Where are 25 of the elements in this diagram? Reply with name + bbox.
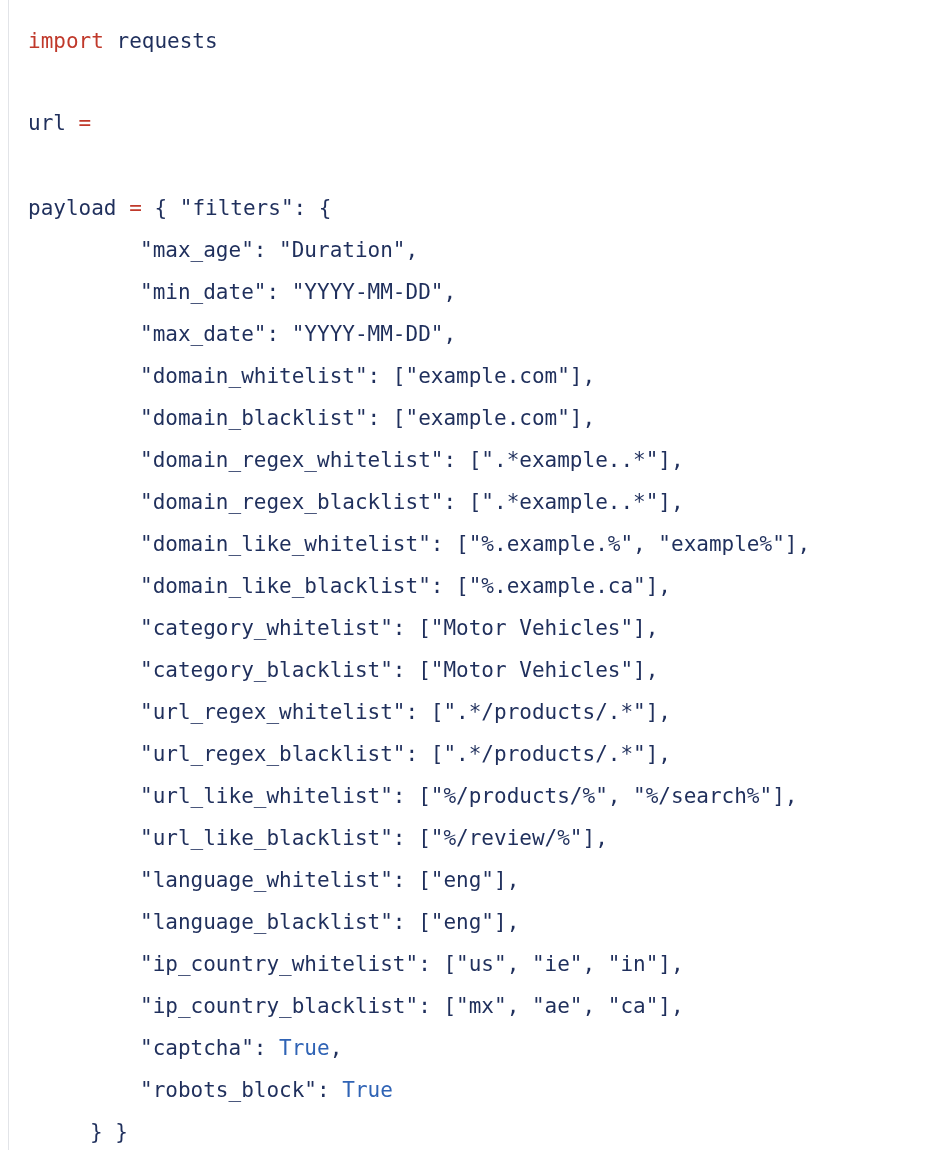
code-line: "domain_blacklist": ["example.com"], — [140, 405, 596, 432]
code-line: "language_whitelist": ["eng"], — [140, 867, 520, 894]
code-line: "ip_country_blacklist": ["mx", "ae", "ca"], — [140, 993, 684, 1020]
code-line: "url_regex_whitelist": [".*/products/.*"], — [140, 699, 671, 726]
code-line: "domain_whitelist": ["example.com"], — [140, 363, 596, 390]
code-line: "ip_country_whitelist": ["us", "ie", "in"], — [140, 951, 684, 978]
code-line: "robots_block": True — [140, 1077, 393, 1104]
code-line: payload = { "filters": { — [28, 195, 332, 222]
code-line: "category_whitelist": ["Motor Vehicles"], — [140, 615, 659, 642]
code-line: "domain_regex_blacklist": [".*example..*"], — [140, 489, 684, 516]
code-line: "min_date": "YYYY-MM-DD", — [140, 279, 457, 306]
code-line: url = — [28, 110, 92, 137]
code-line: "domain_regex_whitelist": [".*example..*"], — [140, 447, 684, 474]
code-line: import requests — [28, 28, 218, 55]
code-line: "category_blacklist": ["Motor Vehicles"], — [140, 657, 659, 684]
code-line: "captcha": True, — [140, 1035, 343, 1062]
code-line: "url_like_whitelist": ["%/products/%", "%/search%"], — [140, 783, 798, 810]
code-line: "domain_like_blacklist": ["%.example.ca"], — [140, 573, 671, 600]
code-line: "domain_like_whitelist": ["%.example.%", "example%"], — [140, 531, 811, 558]
code-line: "language_blacklist": ["eng"], — [140, 909, 520, 936]
code-line: "url_regex_blacklist": [".*/products/.*"], — [140, 741, 671, 768]
code-line: "max_date": "YYYY-MM-DD", — [140, 321, 457, 348]
code-line: "max_age": "Duration", — [140, 237, 419, 264]
code-line: } } — [90, 1119, 128, 1146]
code-line: "url_like_blacklist": ["%/review/%"], — [140, 825, 608, 852]
